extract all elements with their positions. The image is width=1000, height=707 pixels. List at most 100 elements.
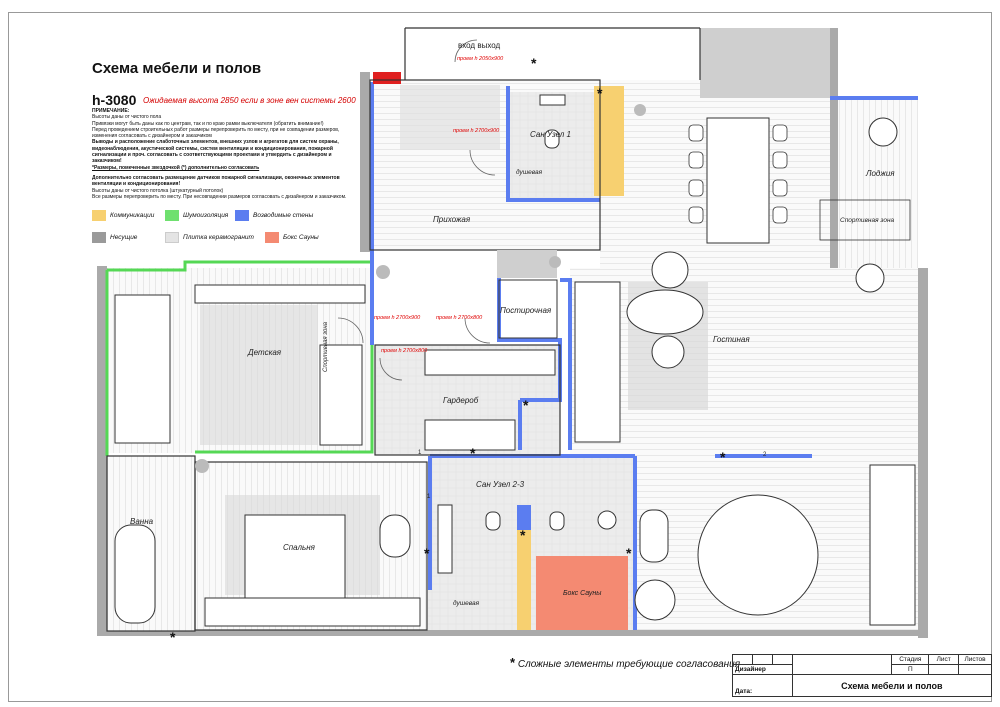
legend-new-walls: Возводимые стены [235, 210, 313, 221]
opening-wardrobe: проем h 2700x800 [381, 348, 428, 354]
notes-line: Высоты даны от чистого пола [92, 114, 162, 121]
sheet-border [8, 12, 992, 702]
legend-label: Плитка керамогранит [183, 234, 254, 241]
kids-shelves [194, 284, 366, 304]
legend-label: Возводимые стены [253, 212, 314, 219]
label-wardrobe: Гардероб [443, 396, 479, 405]
sofa [574, 281, 621, 443]
communications-shaft-1 [594, 86, 624, 196]
master-armchair [639, 509, 669, 563]
sport-mat [819, 199, 911, 241]
star-marker: * [626, 545, 632, 561]
notes-block: ПРИМЕЧАНИЕ: Высоты даны от чистого пола … [92, 108, 350, 200]
sauna-box [536, 556, 628, 630]
new-walls [370, 82, 918, 630]
notes-heading: ПРИМЕЧАНИЕ: [92, 108, 130, 114]
legend-swatch [92, 210, 106, 221]
star-marker: * [470, 445, 476, 461]
living-floor [570, 268, 918, 458]
legend-tile: Плитка керамогранит [165, 232, 254, 243]
label-kids-sport: Спортивная зона [323, 322, 329, 372]
label-bathroom1: Сан Узел 1 [530, 130, 571, 139]
label-bath: Ванна [130, 517, 154, 526]
bathtub [114, 524, 156, 624]
sheet-label: Лист [928, 654, 960, 665]
notes-line: Привязки могут быть даны как по центрам,… [92, 120, 324, 127]
dining-chairs [688, 124, 788, 224]
label-bathroom23: Сан Узел 2-3 [476, 480, 525, 489]
star-marker: * [424, 545, 430, 561]
legend-sound-insulation: Шумоизоляция [165, 210, 228, 221]
kids-bed [114, 294, 171, 444]
legend-swatch [165, 210, 179, 221]
legend-bearing: Несущие [92, 232, 137, 243]
opening-bath1: проем h 2700x900 [453, 128, 500, 134]
page-title: Схема мебели и полов [92, 60, 262, 77]
star-marker: * [531, 55, 537, 71]
legend-swatch [235, 210, 249, 221]
label-shower2: душевая [453, 600, 480, 607]
footnote-text: Сложные элементы требующие согласования [517, 659, 741, 670]
laundry-room [498, 279, 558, 339]
notes-line: Высоты даны от чистого потолка (штукатур… [92, 187, 224, 194]
stage-label: Стадия [891, 654, 930, 665]
entrance-red-mark [373, 72, 401, 84]
wardrobe-cabinet [424, 419, 516, 451]
loggia-chair [868, 117, 898, 147]
notes-underlined: *Размеры, помеченные звездочкой (*) допо… [92, 164, 260, 171]
legend-swatch [265, 232, 279, 243]
label-shower1: душевая [516, 169, 543, 176]
bedroom-wardrobe [204, 597, 421, 627]
label-hallway: Прихожая [433, 215, 471, 224]
star-marker: * [520, 527, 526, 543]
bath1-toilet [544, 129, 560, 149]
legend-label: Бокс Сауны [283, 234, 319, 241]
star-marker: * [720, 449, 726, 465]
sheets-label: Листов [958, 654, 992, 665]
door-swings [337, 39, 496, 381]
legend-label: Коммуникации [110, 212, 155, 219]
label-loggia: Лоджия [866, 169, 895, 178]
communications-shaft-2 [517, 530, 531, 630]
star-marker: * [170, 629, 176, 645]
label-entrance: вход выход [458, 41, 501, 50]
coffee-table [626, 289, 704, 335]
legend-swatch [92, 232, 106, 243]
pouf [855, 263, 885, 293]
marker-1: 1 [427, 494, 431, 500]
notes-line: Все размеры перепроверить по месту. При … [92, 193, 347, 200]
ceiling-height: h-3080 [92, 92, 137, 108]
wardrobe-cabinet [424, 349, 556, 376]
master-pouf [634, 579, 676, 621]
label-living: Гостиная [713, 335, 750, 344]
double-bed [244, 514, 346, 606]
laundry-shaft [497, 250, 557, 278]
footnote: * Сложные элементы требующие согласовани… [510, 655, 740, 670]
marker-1: 1 [418, 450, 422, 456]
hall-rug [400, 85, 500, 150]
date-label: Дата: [732, 674, 793, 697]
round-bed [697, 494, 819, 616]
vanity [437, 504, 453, 574]
title-block: Стадия Лист Листов Дизайнер П Дата: Схем… [732, 654, 993, 702]
shaft-2-top [517, 505, 531, 530]
toilet [485, 511, 501, 531]
kids-desk [319, 344, 363, 446]
interior-walls [106, 27, 701, 632]
label-sauna: Бокс Сауны [563, 590, 602, 597]
toilet [549, 511, 565, 531]
notes-line: Перед проведением строительных работ раз… [92, 126, 340, 140]
marker-2: 2 [763, 452, 767, 458]
legend-communications: Коммуникации [92, 210, 154, 221]
label-sport-zone: Спортивная зона [840, 217, 895, 224]
sink [597, 510, 617, 530]
kids-rug [200, 305, 318, 445]
legend-swatch [165, 232, 179, 243]
star-marker: * [510, 655, 516, 670]
bedroom-chair [379, 514, 411, 558]
notes-bold: Выводы и расположение слаботочных элемен… [92, 139, 339, 165]
notes-bold2: Дополнительно согласовать размещение дат… [92, 174, 340, 188]
legend-label: Несущие [110, 234, 138, 241]
master-wardrobe [869, 464, 916, 626]
opening-hall-left: проем h 2700x900 [374, 315, 421, 321]
